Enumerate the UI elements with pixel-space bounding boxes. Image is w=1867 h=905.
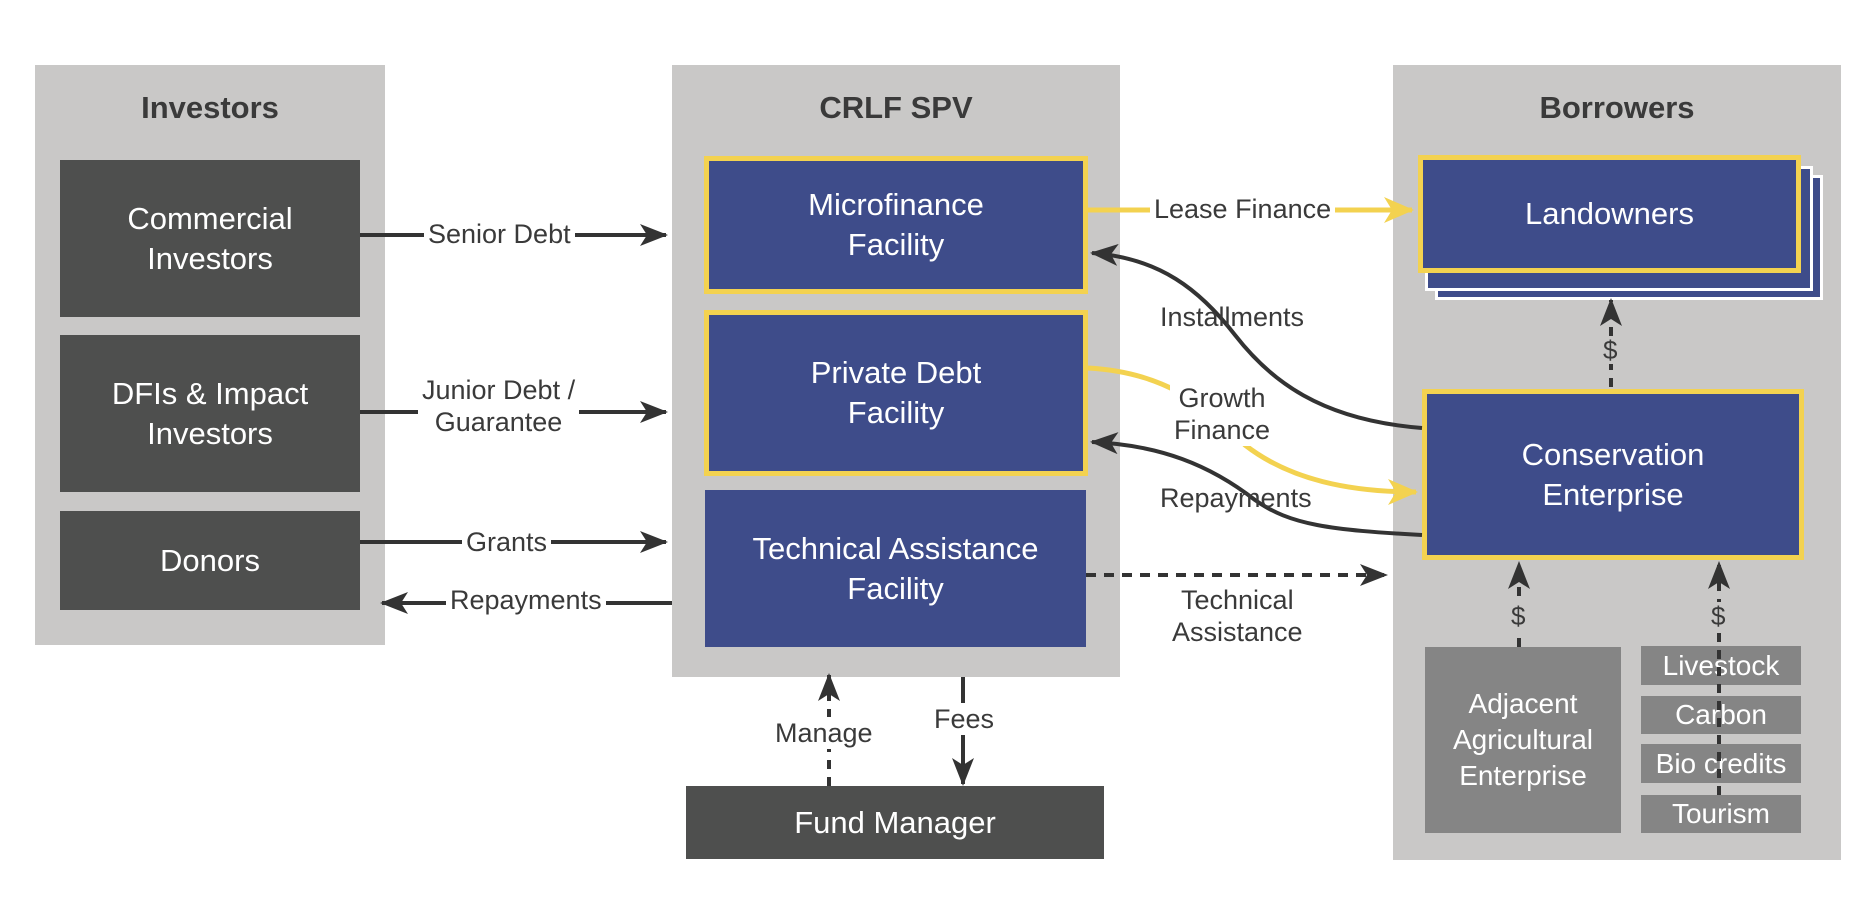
crlf-spv-title: CRLF SPV	[819, 90, 973, 125]
repayments-borrowers-label: Repayments	[1160, 483, 1312, 513]
installments-arrow	[1090, 243, 1423, 430]
dollar-sign-landowners: $	[1602, 335, 1619, 365]
repayments-borrowers-arrow	[1090, 432, 1423, 537]
lease-finance-label: Lease Finance	[1150, 193, 1336, 225]
adjacent-agricultural-enterprise-box: Adjacent Agricultural Enterprise	[1425, 647, 1621, 833]
dfis-impact-investors-box: DFIs & Impact Investors	[60, 335, 360, 492]
technical-assistance-facility-box: Technical Assistance Facility	[705, 490, 1086, 647]
senior-debt-label: Senior Debt	[424, 218, 575, 250]
landowners-box: Landowners	[1418, 155, 1801, 273]
investors-title: Investors	[141, 90, 279, 125]
junior-debt-label: Junior Debt / Guarantee	[418, 374, 580, 438]
revenue-item-tourism: Tourism	[1641, 795, 1801, 833]
technical-assistance-label: Technical Assistance	[1172, 585, 1303, 647]
fund-manager-box: Fund Manager	[686, 786, 1104, 859]
dollar-sign-revenue: $	[1710, 601, 1727, 631]
installments-label: Installments	[1160, 302, 1305, 332]
private-debt-facility-box: Private Debt Facility	[704, 310, 1088, 476]
fees-label: Fees	[930, 703, 999, 735]
conservation-enterprise-box: Conservation Enterprise	[1422, 389, 1804, 560]
donors-box: Donors	[60, 511, 360, 610]
borrowers-title: Borrowers	[1539, 90, 1695, 125]
grants-label: Grants	[462, 526, 552, 558]
dollar-sign-adjacent: $	[1510, 601, 1527, 631]
growth-finance-label: Growth Finance	[1170, 382, 1275, 446]
commercial-investors-box: Commercial Investors	[60, 160, 360, 317]
microfinance-facility-box: Microfinance Facility	[704, 156, 1088, 294]
repayments-investors-label: Repayments	[446, 584, 606, 616]
manage-label: Manage	[771, 717, 877, 749]
